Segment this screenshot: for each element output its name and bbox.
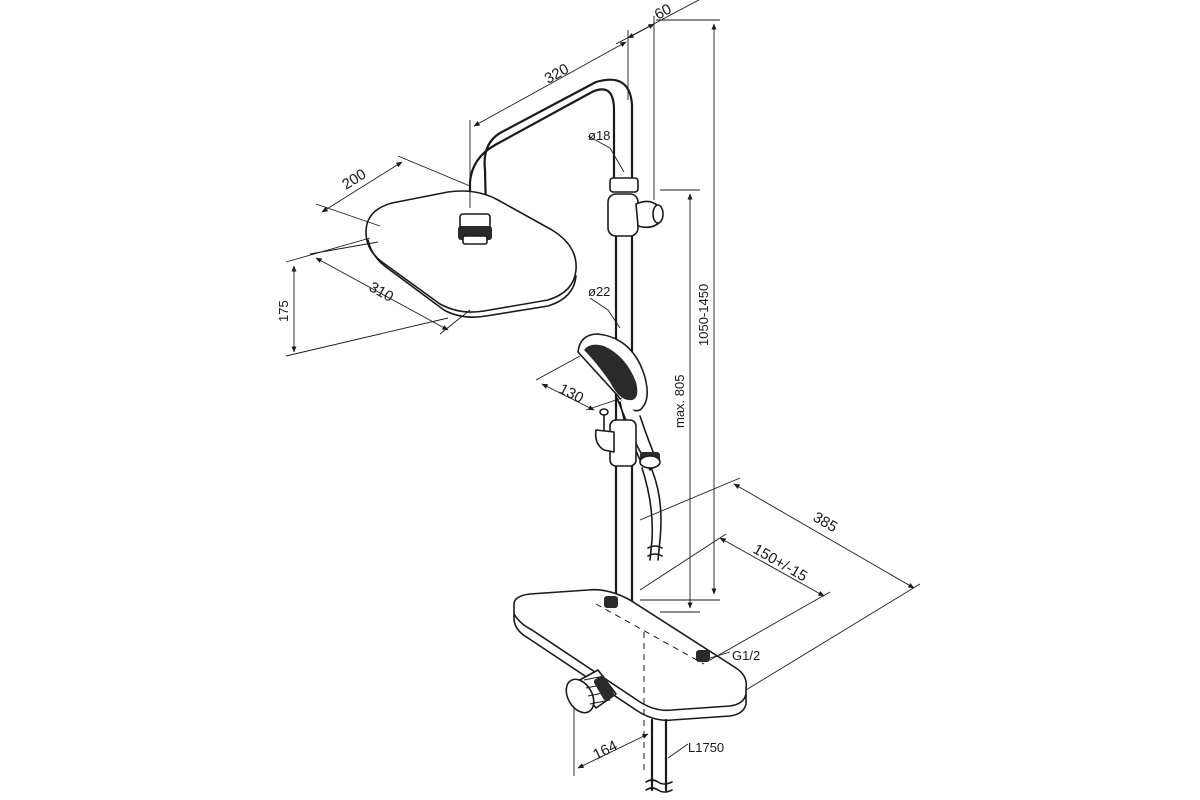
dimension-label-g12: G1/2 xyxy=(732,648,760,663)
dimension-arm-diameter: ø18 xyxy=(587,128,625,173)
dimension-label-164: 164 xyxy=(590,737,620,763)
dimension-label-385: 385 xyxy=(810,509,840,536)
dimension-label-l1750: L1750 xyxy=(688,740,724,755)
shower-arm xyxy=(468,78,634,214)
dimension-rail-diameter: ø22 xyxy=(588,284,621,329)
dimension-label-d18: ø18 xyxy=(588,128,610,143)
dimension-wall-offset: 60 xyxy=(615,0,700,200)
dimension-label-60: 60 xyxy=(652,1,675,24)
thermostat-knob xyxy=(565,669,617,714)
wall-bracket xyxy=(607,177,664,237)
dimension-label-320: 320 xyxy=(542,60,572,87)
dimension-label-150: 150+/-15 xyxy=(750,541,810,586)
dimension-label-total-height: 1050-1450 xyxy=(696,284,711,346)
dimension-label-d22: ø22 xyxy=(588,284,610,299)
dimension-head-height: 175 xyxy=(276,237,449,357)
dimension-label-max-805: max. 805 xyxy=(672,375,687,428)
hand-shower-holder xyxy=(594,408,661,469)
thermostatic-shelf xyxy=(513,588,748,722)
dimension-label-130: 130 xyxy=(556,380,586,407)
shower-hose xyxy=(641,467,663,561)
dimension-total-height: 1050-1450 xyxy=(640,19,720,601)
dimension-arm-length: 320 xyxy=(469,30,629,208)
dimension-slider-range: max. 805 xyxy=(660,189,700,613)
hand-shower xyxy=(577,333,659,471)
dimension-label-175: 175 xyxy=(276,300,291,322)
dimension-label-200: 200 xyxy=(339,166,369,194)
dimension-label-310: 310 xyxy=(366,279,396,306)
dimension-mixer-offset: 164 xyxy=(573,708,653,776)
dimension-hose-length: L1750 xyxy=(667,740,724,759)
dimension-inlet-thread: G1/2 xyxy=(709,648,760,663)
rain-shower-head xyxy=(365,190,577,318)
lower-outlet-pipe xyxy=(645,718,673,793)
